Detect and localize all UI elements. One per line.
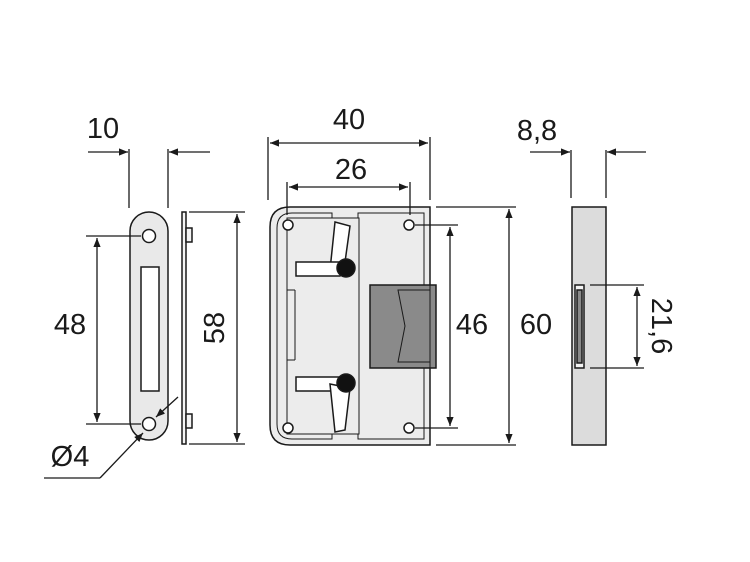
strike-side-tab-bottom	[185, 413, 193, 429]
dim-label-60: 60	[520, 309, 552, 341]
dim-label-26: 26	[335, 154, 367, 186]
dim-label-8-8: 8,8	[517, 115, 557, 147]
dimension-diameter: Ø4	[44, 396, 179, 479]
strike-bottom-hole	[141, 416, 157, 432]
dimension-10: 10	[87, 113, 210, 208]
lock-screw-bottom-left	[282, 422, 294, 434]
dim-label-10: 10	[87, 113, 119, 145]
dimension-58: 58	[189, 211, 245, 445]
side-bolt	[576, 289, 583, 364]
strike-side-tab-top	[185, 227, 193, 243]
keyhole-bottom	[295, 373, 356, 433]
strike-side-view	[181, 211, 193, 445]
dim-label-46: 46	[456, 309, 488, 341]
lock-body	[269, 206, 437, 446]
dimension-21-6: 21,6	[590, 284, 677, 369]
dim-label-48: 48	[54, 309, 86, 341]
keyhole-top	[295, 221, 356, 278]
dim-label-diameter: Ø4	[51, 441, 90, 473]
strike-side-edge	[181, 211, 187, 445]
dimension-40: 40	[267, 104, 431, 200]
strike-top-hole	[141, 228, 157, 244]
dimension-60: 60	[436, 206, 552, 446]
dim-label-40: 40	[333, 104, 365, 136]
dimension-46: 46	[415, 224, 488, 429]
dimension-8-8: 8,8	[517, 115, 646, 198]
lock-side-view	[571, 206, 607, 446]
dim-label-58: 58	[199, 312, 231, 344]
lock-screw-top-left	[282, 219, 294, 231]
lock-screw-top-right	[403, 219, 415, 231]
strike-slot	[140, 266, 160, 392]
lock-bolt	[369, 284, 437, 369]
dimension-48: 48	[54, 235, 141, 425]
lock-screw-bottom-right	[403, 422, 415, 434]
dimension-26: 26	[286, 154, 411, 215]
dim-label-21-6: 21,6	[645, 298, 677, 354]
strike-plate	[129, 211, 169, 441]
lock-case-plate	[286, 217, 360, 435]
